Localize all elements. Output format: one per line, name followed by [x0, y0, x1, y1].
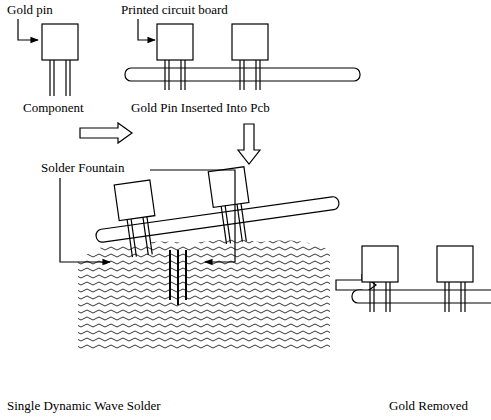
- part-label: Printed circuit board: [120, 2, 229, 17]
- stage-label: Gold Pin Inserted Into Pcb: [130, 100, 271, 115]
- stage-label: Single Dynamic Wave Solder: [6, 398, 162, 413]
- stage-label: Component: [22, 100, 85, 115]
- part-label: Solder Fountain: [40, 160, 125, 175]
- part-label: Gold pin: [6, 2, 54, 17]
- stage-label: Gold Removed: [388, 398, 469, 413]
